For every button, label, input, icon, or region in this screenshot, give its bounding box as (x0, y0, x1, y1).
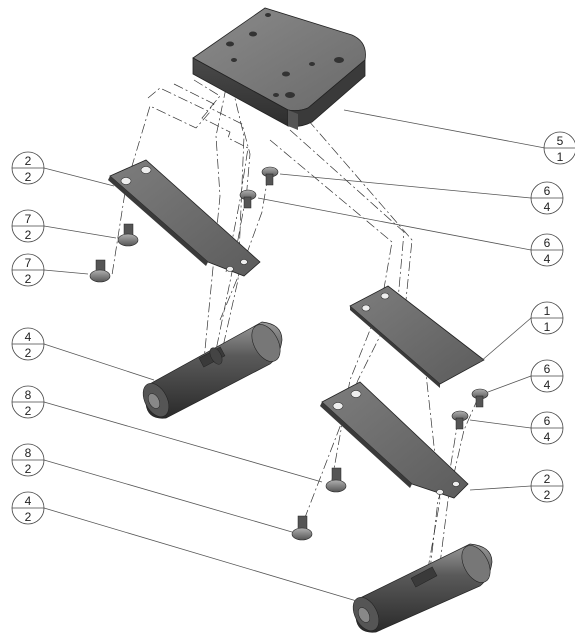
balloon-item-6: 64 (530, 359, 564, 393)
svg-text:8: 8 (25, 388, 32, 402)
svg-text:4: 4 (25, 494, 32, 508)
svg-text:2: 2 (25, 346, 32, 360)
svg-text:2: 2 (25, 154, 32, 168)
balloon-item-8: 82 (11, 443, 45, 477)
hinge-plate-lower (320, 381, 469, 499)
balloon-item-7: 72 (11, 209, 45, 243)
leader-lines (43, 109, 546, 603)
svg-text:4: 4 (544, 430, 551, 444)
svg-text:6: 6 (544, 414, 551, 428)
screw-6d (451, 410, 469, 430)
svg-text:6: 6 (544, 184, 551, 198)
svg-text:7: 7 (25, 256, 32, 270)
balloon-item-4: 42 (11, 327, 45, 361)
svg-text:2: 2 (544, 488, 551, 502)
svg-text:2: 2 (25, 170, 32, 184)
screw-6b (239, 189, 257, 209)
svg-text:2: 2 (25, 228, 32, 242)
svg-text:2: 2 (25, 272, 32, 286)
balloons: 51 22 64 72 64 72 11 42 64 82 64 82 22 4… (11, 131, 575, 525)
svg-text:4: 4 (544, 252, 551, 266)
svg-text:4: 4 (544, 378, 551, 392)
screw-6a (261, 166, 279, 186)
svg-text:8: 8 (25, 446, 32, 460)
svg-text:5: 5 (557, 134, 564, 148)
balloon-item-6: 64 (530, 181, 564, 215)
svg-text:1: 1 (557, 150, 564, 164)
balloon-item-8: 82 (11, 385, 45, 419)
hinge-barrel-lower (352, 543, 493, 633)
balloon-item-6: 64 (530, 411, 564, 445)
balloon-item-5: 51 (543, 131, 575, 165)
svg-text:6: 6 (544, 362, 551, 376)
screw-7a (117, 223, 139, 247)
balloon-item-1: 11 (530, 301, 564, 335)
svg-text:2: 2 (25, 510, 32, 524)
mounting-block (192, 7, 366, 130)
balloon-item-2: 22 (530, 469, 564, 503)
svg-text:2: 2 (25, 462, 32, 476)
balloon-item-2: 22 (11, 151, 45, 185)
cover-plate (349, 285, 485, 388)
svg-text:7: 7 (25, 212, 32, 226)
screw-6c (471, 388, 489, 408)
svg-text:2: 2 (25, 404, 32, 418)
svg-text:2: 2 (544, 472, 551, 486)
screw-8a (325, 467, 347, 493)
screw-8b (291, 515, 313, 541)
svg-text:4: 4 (544, 200, 551, 214)
svg-text:1: 1 (544, 304, 551, 318)
hinge-barrel-upper (142, 321, 283, 419)
balloon-item-7: 72 (11, 253, 45, 287)
balloon-item-4: 42 (11, 491, 45, 525)
hinge-plate-upper (108, 159, 261, 277)
svg-text:1: 1 (544, 320, 551, 334)
svg-text:4: 4 (25, 330, 32, 344)
screw-7b (89, 259, 111, 283)
balloon-item-6: 64 (530, 233, 564, 267)
svg-text:6: 6 (544, 236, 551, 250)
